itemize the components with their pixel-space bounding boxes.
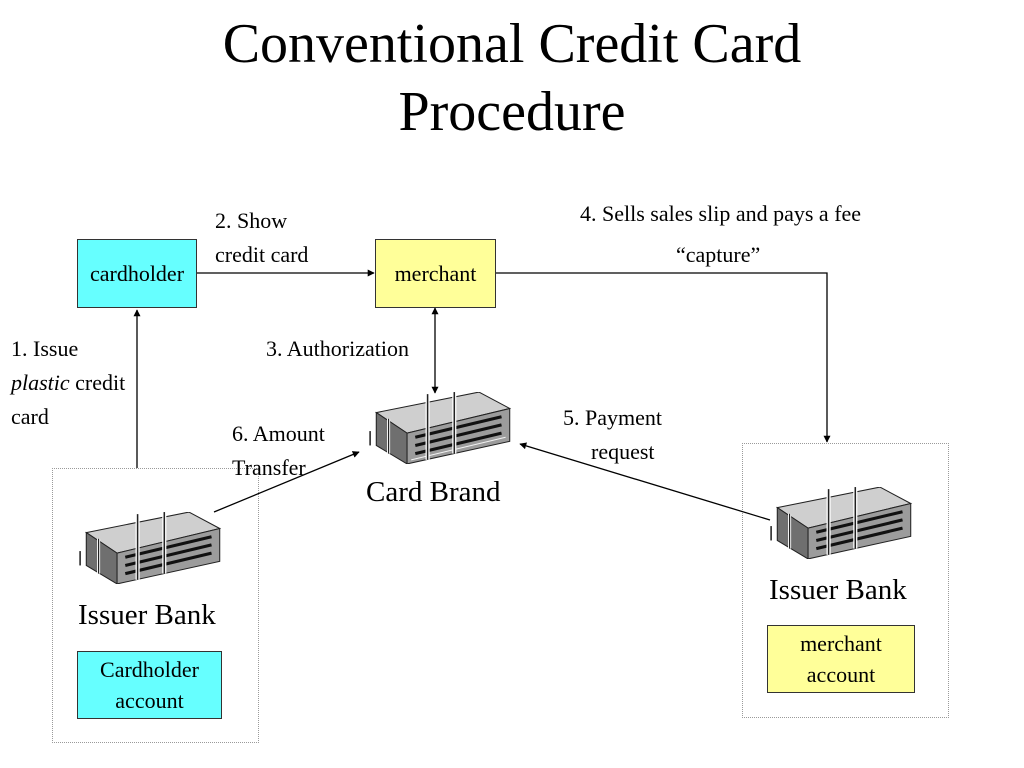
step-transfer-line-1: 6. Amount (232, 421, 325, 446)
issuer-bank-left-frame (52, 468, 259, 743)
step-payment-line-2: request (591, 439, 655, 464)
bank-building-icon (369, 392, 512, 464)
step-show-line-2: credit card (215, 242, 309, 267)
card-brand-label: Card Brand (366, 476, 501, 508)
step-issue-italic: plastic (11, 370, 70, 395)
step-show-label: 2. Show credit card (215, 204, 308, 272)
title-line-2: Procedure (398, 81, 626, 143)
merchant-node: merchant (375, 239, 496, 308)
arrow-payment (519, 442, 771, 521)
merchant-account-line-2: account (806, 662, 876, 687)
arrow-capture (495, 272, 831, 443)
step-capture-label: “capture” (676, 242, 761, 267)
step-payment-label: 5. Payment request (563, 401, 662, 469)
step-transfer-label: 6. Amount Transfer (232, 417, 325, 485)
cardholder-account-line-2: account (115, 688, 184, 713)
merchant-account-box: merchant account (767, 625, 915, 693)
merchant-label: merchant (394, 261, 477, 286)
issuer-bank-right-label: Issuer Bank (769, 574, 907, 606)
arrow-transfer (213, 451, 360, 513)
cardholder-node: cardholder (77, 239, 197, 308)
step-issue-line-1: 1. Issue (11, 336, 79, 361)
issuer-bank-right-frame (742, 443, 949, 718)
cardholder-account-box: Cardholder account (77, 651, 222, 719)
step-transfer-line-2: Transfer (232, 455, 306, 480)
bank-building-icon (770, 487, 913, 559)
cardholder-account-line-1: Cardholder (100, 657, 199, 682)
page-title: Conventional Credit Card Procedure (0, 10, 1024, 146)
step-issue-line-3: card (11, 404, 49, 429)
step-show-line-1: 2. Show (215, 208, 288, 233)
step-payment-line-1: 5. Payment (563, 405, 662, 430)
issuer-bank-left-label: Issuer Bank (78, 599, 216, 631)
cardholder-label: cardholder (89, 261, 185, 286)
step-sells-label: 4. Sells sales slip and pays a fee (580, 201, 862, 226)
merchant-account-line-1: merchant (800, 631, 882, 656)
step-issue-line-2: plastic credit (11, 366, 125, 400)
step-authorization-label: 3. Authorization (266, 336, 409, 361)
title-line-1: Conventional Credit Card (222, 13, 802, 75)
step-issue-rest: credit (69, 370, 126, 395)
step-issue-label: 1. Issue plastic credit card (11, 332, 125, 434)
bank-building-icon (79, 512, 222, 584)
